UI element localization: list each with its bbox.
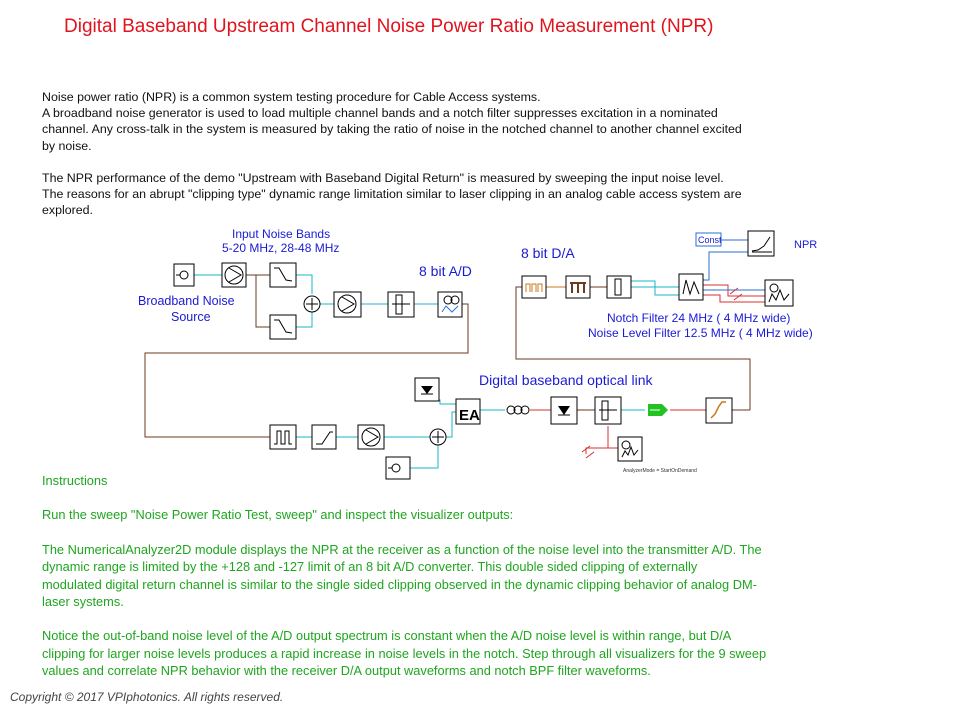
intro-line: Noise power ratio (NPR) is a common syst…: [42, 90, 541, 104]
instructions-heading: Instructions: [42, 473, 108, 488]
instructions-line: Notice the out-of-band noise level of th…: [42, 628, 732, 644]
laser-module[interactable]: [414, 377, 440, 402]
bandpass-filter-module[interactable]: [269, 262, 297, 288]
wires: [144, 239, 765, 469]
copyright: Copyright © 2017 VPIphotonics. All right…: [10, 690, 284, 704]
intro-line: channel. Any cross-talk in the system is…: [42, 122, 742, 137]
wire: [144, 303, 469, 438]
sampler-module[interactable]: [606, 275, 632, 299]
analyzer-mode-label: AnalyzerMode = StartOnDemand: [623, 468, 697, 474]
wire: [703, 251, 748, 281]
input-bands-range: 5-20 MHz, 28-48 MHz: [222, 241, 339, 255]
sampler-module[interactable]: [387, 291, 415, 318]
optical-link-label: Digital baseband optical link: [479, 372, 654, 388]
sampler-module[interactable]: [594, 396, 622, 425]
amplifier-module[interactable]: [357, 424, 385, 450]
page-title: Digital Baseband Upstream Channel Noise …: [64, 16, 714, 37]
instructions-line: modulated digital return channel is simi…: [42, 576, 757, 592]
intro-text: Noise power ratio (NPR) is a common syst…: [42, 89, 802, 218]
input-bands-label: Input Noise Bands: [232, 227, 330, 241]
noise-source-module[interactable]: [385, 456, 411, 480]
wire: [410, 445, 439, 469]
instructions-text: Instructions Run the sweep "Noise Power …: [42, 472, 922, 680]
instructions-line: dynamic range is limited by the +128 and…: [42, 559, 698, 575]
intro-line: The NPR performance of the demo "Upstrea…: [42, 170, 724, 185]
noise-source-label: Source: [171, 310, 211, 324]
da-decoder-module[interactable]: [705, 397, 733, 424]
wire: [631, 280, 679, 296]
npr-label: NPR: [794, 239, 817, 251]
hold-module[interactable]: [565, 275, 591, 299]
pulse-generator-module[interactable]: [269, 424, 297, 450]
instructions-line: values and correlate NPR behavior with t…: [42, 663, 651, 679]
instructions-line: laser systems.: [42, 594, 124, 610]
wire: [515, 286, 751, 410]
noise-source-label: Broadband Noise: [138, 294, 235, 308]
da-converter-module[interactable]: [521, 275, 547, 299]
intro-line: explored.: [42, 203, 93, 218]
broadband-noise-source-module[interactable]: [173, 263, 195, 287]
wire: [296, 274, 313, 294]
signal-analyzer-module[interactable]: [617, 436, 643, 462]
da-label: 8 bit D/A: [521, 245, 575, 261]
instructions-line: The NumericalAnalyzer2D module displays …: [42, 541, 762, 557]
svg-text:EA: EA: [459, 407, 480, 424]
instructions-line: Run the sweep "Noise Power Ratio Test, s…: [42, 507, 514, 523]
wire: [255, 275, 270, 328]
amplifier-module[interactable]: [221, 262, 247, 288]
ad-converter-module[interactable]: [437, 291, 463, 318]
bandpass-filter-module[interactable]: [269, 314, 297, 340]
ad-label: 8 bit A/D: [419, 263, 472, 279]
wire: [446, 411, 456, 438]
adder-module[interactable]: [303, 295, 321, 313]
const-label: Const: [698, 235, 722, 245]
noise-filter-label: Noise Level Filter 12.5 MHz ( 4 MHz wide…: [588, 326, 813, 340]
adder-module[interactable]: [429, 428, 447, 446]
notch-filter-label: Notch Filter 24 MHz ( 4 MHz wide): [607, 311, 790, 325]
probe-splitter-icon: [581, 445, 595, 459]
instructions-line: clipping for larger noise levels produce…: [42, 645, 767, 661]
probe-splitter-icon: [729, 287, 743, 301]
wire: [296, 312, 313, 328]
decision-module[interactable]: [648, 404, 668, 416]
modulator-module[interactable]: EA: [455, 398, 481, 425]
numerical-analyzer-2d-module[interactable]: [747, 230, 775, 257]
fiber-module[interactable]: [506, 405, 530, 415]
wire: [585, 426, 609, 454]
intro-line: The reasons for an abrupt "clipping type…: [42, 187, 742, 202]
filter-bank-module[interactable]: [678, 273, 704, 301]
wire: [703, 294, 765, 303]
intro-line: A broadband noise generator is used to l…: [42, 106, 718, 121]
photodiode-module[interactable]: [550, 396, 578, 425]
intro-line: by noise.: [42, 138, 92, 153]
constant-module[interactable]: Const: [695, 232, 722, 247]
signal-analyzer-module[interactable]: [764, 279, 794, 307]
limiter-module[interactable]: [311, 424, 337, 450]
amplifier-module[interactable]: [333, 291, 362, 318]
